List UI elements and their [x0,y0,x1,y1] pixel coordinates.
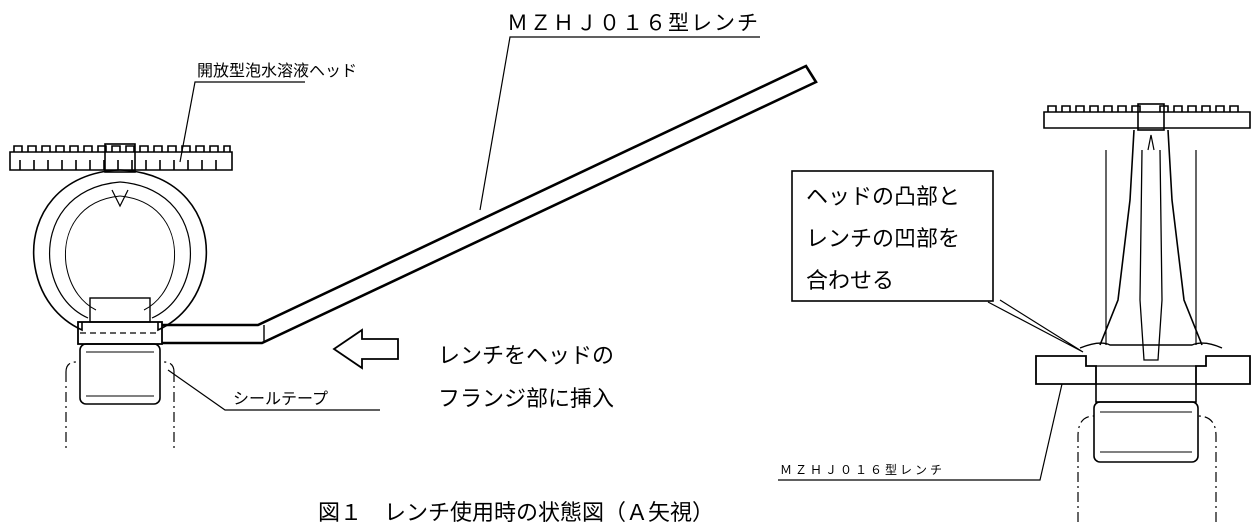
figure-caption: 図１ レンチ使用時の状態図（Ａ矢視） [318,501,714,522]
wrench-left [162,64,818,345]
head-flange-left [77,321,163,345]
callout-line3: 合わせる [806,269,894,294]
instruction-line2: フランジ部に挿入 [438,387,614,412]
head-deflector-left [9,143,233,173]
callout-line1: ヘッドの凸部と [806,185,960,210]
foam-head-right [1035,103,1251,522]
callout-line2: レンチの凹部を [806,227,960,252]
leader-lines-right [778,299,1084,481]
callout-box [791,170,994,302]
head-label: 開放型泡水溶液ヘッド [197,61,357,80]
head-deflector-right [1043,103,1251,131]
instruction-line1: レンチをヘッドの [438,344,614,369]
wrench-bottom-label: ＭＺＨＪ０１６型レンチ [780,463,945,477]
foam-head-left [9,143,233,450]
seal-tape-label: シールテープ [233,389,328,408]
leader-lines-left [167,36,760,411]
head-frame-right [1099,129,1203,361]
head-frame-left [32,169,208,332]
insert-arrow [332,328,399,370]
head-flange-right [1035,342,1251,385]
wrench-top-label: ＭＺＨＪ０１６型レンチ [507,11,760,35]
head-thread-left [65,343,175,450]
head-thread-right [1077,383,1217,522]
